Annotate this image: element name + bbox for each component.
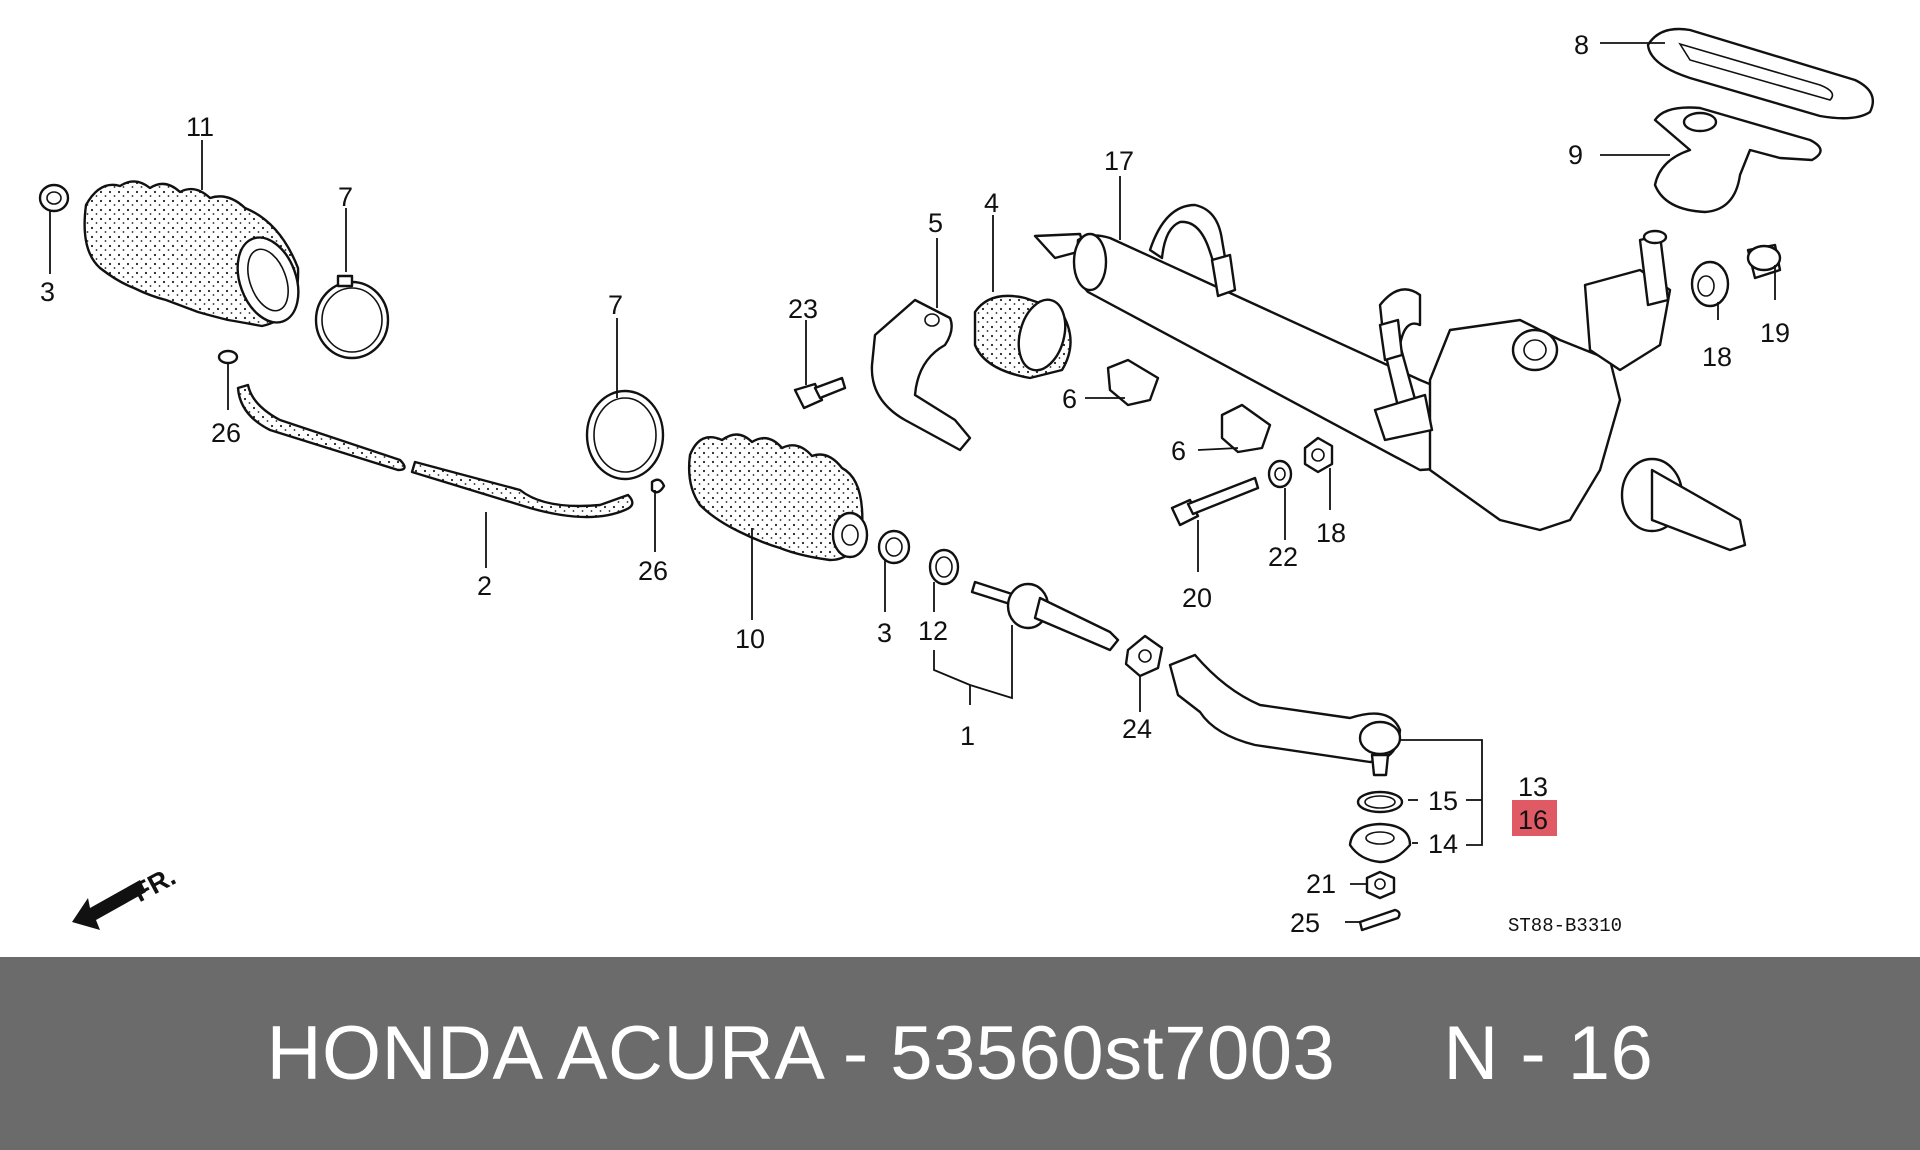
part-caption-bar: HONDA ACURA - 53560st7003 N - 16 [0, 957, 1920, 1150]
part-8-seal-plate [1646, 27, 1875, 120]
part-10-rack-boot [687, 433, 869, 562]
part-number-labels: 3 11 7 26 2 7 26 10 3 12 1 24 23 5 4 6 6… [40, 30, 1790, 938]
label-part-26b: 26 [638, 556, 668, 586]
part-21-castle-nut [1365, 870, 1396, 900]
label-part-7b: 7 [608, 290, 623, 320]
part-2-air-tube [236, 383, 634, 519]
part-25-cotter-pin [1358, 908, 1401, 932]
label-part-13: 13 [1518, 772, 1548, 802]
front-direction-arrow: FR. [72, 861, 181, 930]
label-part-3a: 3 [40, 277, 55, 307]
part-18-bushing-upper [1690, 260, 1730, 308]
part-6-clamp-upper [1106, 358, 1160, 407]
caption-part-number: HONDA ACURA - 53560st7003 [266, 1011, 1336, 1096]
label-part-8: 8 [1574, 30, 1589, 60]
part-7-clamp-lower [585, 389, 665, 481]
label-part-23: 23 [788, 294, 818, 324]
part-26-clip-lower [650, 478, 666, 494]
part-7-clamp-upper [314, 274, 390, 360]
part-20-flange-bolt [1170, 476, 1260, 527]
highlight-part-16 [1512, 800, 1557, 836]
part-9-pinion-boot [1653, 106, 1822, 214]
label-part-15: 15 [1428, 786, 1458, 816]
caption-reference: N - 16 [1443, 1011, 1654, 1096]
part-11-rack-boot [83, 180, 300, 328]
part-3-end-cap-lower [877, 529, 911, 565]
label-part-16: 16 [1518, 805, 1548, 835]
label-part-22: 22 [1268, 542, 1298, 572]
caption-spacer [1335, 1010, 1443, 1097]
part-24-lock-nut [1124, 634, 1164, 678]
label-part-6a: 6 [1062, 384, 1077, 414]
label-part-1: 1 [960, 721, 975, 751]
drawing-code: ST88-B3310 [1508, 915, 1622, 937]
label-part-2: 2 [477, 571, 492, 601]
part-6-clamp-lower [1220, 403, 1272, 454]
steering-rack-exploded-diagram: FR. 3 11 [38, 27, 1875, 938]
label-part-25: 25 [1290, 908, 1320, 938]
part-14-dust-seal [1348, 822, 1412, 864]
part-15-clip-ring [1356, 790, 1404, 814]
label-part-10: 10 [735, 624, 765, 654]
leader-lines [49, 42, 1776, 923]
part-1-tie-rod [970, 580, 1120, 652]
label-part-5: 5 [928, 208, 943, 238]
part-12-lock-washer [928, 548, 960, 586]
part-18-nut-lower [1303, 436, 1334, 474]
label-part-7a: 7 [338, 182, 353, 212]
part-5-mounting-bracket [870, 298, 972, 452]
label-part-4: 4 [984, 188, 999, 218]
label-part-6b: 6 [1171, 436, 1186, 466]
label-part-12: 12 [918, 616, 948, 646]
part-4-rack-bushing [973, 294, 1072, 380]
label-part-19: 19 [1760, 318, 1790, 348]
part-3-end-cap-left [38, 183, 70, 213]
part-17-steering-gearbox [1033, 203, 1747, 552]
label-part-3b: 3 [877, 618, 892, 648]
label-part-20: 20 [1182, 583, 1212, 613]
label-part-17: 17 [1104, 146, 1134, 176]
label-part-18a: 18 [1316, 518, 1346, 548]
part-26-clip-upper [217, 349, 239, 365]
front-direction-label: FR. [128, 861, 180, 908]
label-part-21: 21 [1306, 869, 1336, 899]
part-19-grommet [1746, 243, 1782, 280]
part-23-bolt [793, 376, 847, 410]
part-22-washer [1267, 459, 1293, 489]
label-part-26a: 26 [211, 418, 241, 448]
label-part-9: 9 [1568, 140, 1583, 170]
label-part-24: 24 [1122, 714, 1152, 744]
label-part-11: 11 [186, 112, 214, 142]
label-part-18b: 18 [1702, 342, 1732, 372]
part-16-tie-rod-end [1168, 653, 1402, 777]
label-part-14: 14 [1428, 829, 1458, 859]
